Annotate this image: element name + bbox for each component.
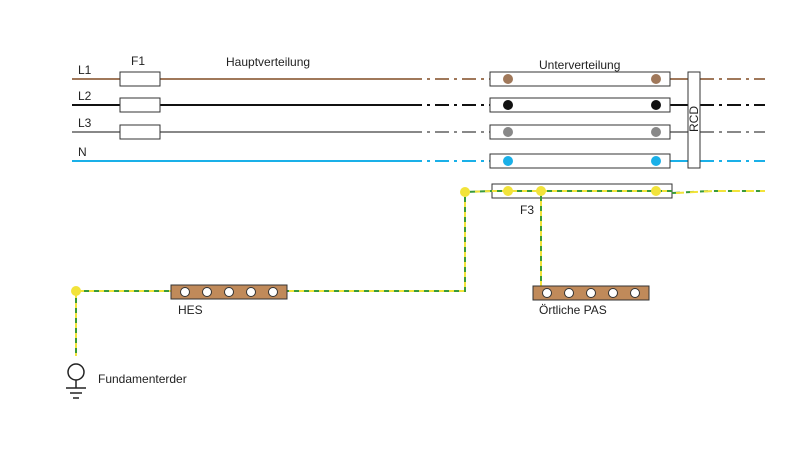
terminal-l3-right (651, 127, 661, 137)
rcd-box (687, 71, 701, 169)
pe-terminal-2 (536, 186, 546, 196)
terminal-l3-left (503, 127, 513, 137)
label-hauptverteilung: Hauptverteilung (226, 55, 310, 69)
earth-ground-icon (66, 363, 86, 399)
pe-junction-riser (460, 187, 470, 197)
oertliche-pas-busbar (532, 285, 650, 301)
rail-l3 (489, 124, 671, 140)
label-l3: L3 (78, 116, 92, 130)
fuse-l2 (119, 97, 161, 113)
terminal-l1-right (651, 74, 661, 84)
label-f3: F3 (520, 203, 534, 217)
rail-l1 (489, 71, 671, 87)
pe-terminal-1 (503, 186, 513, 196)
label-unterverteilung: Unterverteilung (539, 58, 620, 72)
rail-n (489, 153, 671, 169)
label-f1: F1 (131, 54, 145, 68)
terminal-n-left (503, 156, 513, 166)
label-hes: HES (178, 303, 203, 317)
terminal-n-right (651, 156, 661, 166)
terminal-l2-right (651, 100, 661, 110)
hes-busbar (170, 284, 288, 300)
label-n: N (78, 145, 87, 159)
label-l2: L2 (78, 89, 92, 103)
label-rcd: RCD (687, 106, 701, 132)
pe-conductors (75, 190, 765, 356)
rail-l2 (489, 97, 671, 113)
terminal-l1-left (503, 74, 513, 84)
label-fundamenterder: Fundamenterder (98, 372, 187, 386)
label-l1: L1 (78, 63, 92, 77)
fuse-l3 (119, 124, 161, 140)
pe-junction-corner (71, 286, 81, 296)
fuse-l1 (119, 71, 161, 87)
label-oertliche-pas: Örtliche PAS (539, 303, 607, 317)
pe-terminal-3 (651, 186, 661, 196)
terminal-l2-left (503, 100, 513, 110)
